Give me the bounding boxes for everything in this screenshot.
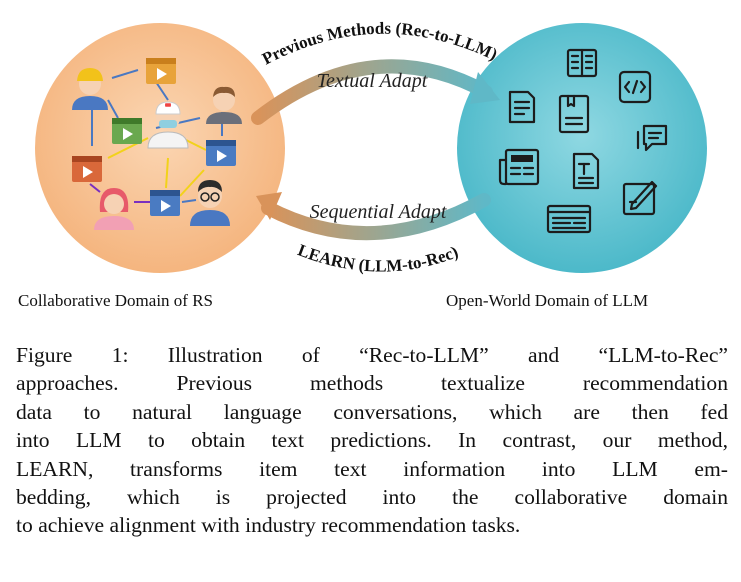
caption-line: data to natural language conversations, …: [16, 399, 728, 424]
caption-line: Figure 1: Illustration of “Rec-to-LLM” a…: [16, 343, 728, 367]
video-clip-icon: [206, 140, 236, 166]
caption-line: bedding, which is projected into the col…: [16, 485, 728, 510]
code-icon: [618, 70, 652, 104]
caption-line: to achieve alignment with industry recom…: [16, 513, 521, 538]
book-icon: [566, 48, 598, 78]
figure-caption: Figure 1: Illustration of “Rec-to-LLM” a…: [16, 341, 728, 540]
web-page-icon: [546, 204, 592, 234]
worker-avatar: [72, 68, 108, 110]
textual-adapt-label: Textual Adapt: [317, 70, 428, 92]
figure-1: Previous Methods (Rec-to-LLM) Textual Ad…: [35, 19, 707, 276]
glasses-avatar: [190, 180, 230, 226]
man-avatar: [206, 86, 242, 124]
video-clip-icon: [112, 118, 142, 144]
top-arc-arrow: [251, 59, 500, 125]
video-clip-icon: [150, 190, 180, 216]
document-icon: [508, 90, 536, 124]
edit-icon: [622, 180, 658, 216]
video-clip-icon: [146, 58, 176, 84]
chat-icon: [636, 124, 668, 152]
collaborative-graph-edges: [89, 69, 223, 203]
doctor-avatar: [147, 101, 189, 149]
sequential-adapt-label: Sequential Adapt: [310, 201, 447, 223]
text-file-icon: [572, 152, 600, 190]
caption-line: LEARN, transforms item text information …: [16, 456, 728, 481]
newspaper-icon: [498, 148, 540, 186]
caption-line: approaches. Previous methods textualize …: [16, 371, 728, 396]
open-world-domain-label: Open-World Domain of LLM: [446, 291, 649, 310]
bottom-arc-arrow: [256, 192, 491, 241]
caption-line: into LLM to obtain text predictions. In …: [16, 428, 728, 453]
woman-avatar: [94, 188, 134, 230]
file-icon: [558, 94, 590, 134]
bottom-arc-label: LEARN (LLM-to-Rec): [295, 240, 460, 275]
collaborative-domain-label: Collaborative Domain of RS: [18, 291, 214, 310]
video-clip-icon: [72, 156, 102, 182]
